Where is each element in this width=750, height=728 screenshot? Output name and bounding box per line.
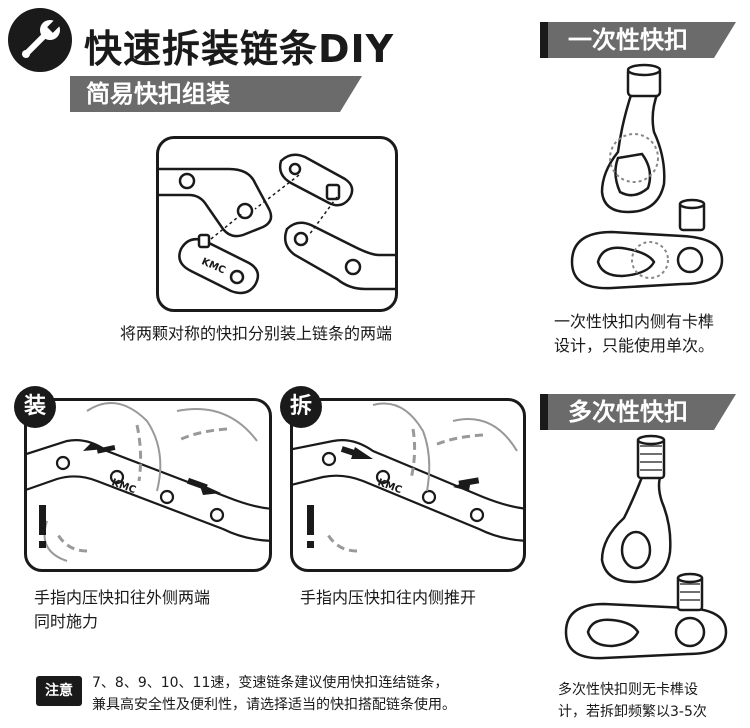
multi-use-caption-line1: 多次性快扣则无卡榫设 — [558, 682, 698, 698]
logo-badge — [8, 8, 72, 72]
remove-caption: 手指内压快扣往内侧推开 — [300, 588, 477, 607]
remove-illustration-panel: KMC — [290, 398, 526, 572]
assembly-caption: 将两颗对称的快扣分别装上链条的两端 — [120, 324, 393, 343]
single-use-link-drawing — [570, 63, 724, 290]
multi-use-caption-line2: 计，若拆卸频繁以3-5次 — [558, 704, 707, 720]
assembly-illustration-panel: KMC — [156, 136, 398, 312]
multi-use-bar — [540, 394, 548, 430]
single-use-caption-line2: 设计，只能使用单次。 — [554, 336, 715, 355]
single-use-caption-line1: 一次性快扣内侧有卡榫 — [554, 312, 715, 331]
chain-assembly-illustration: KMC — [159, 153, 395, 295]
wrench-icon — [22, 18, 62, 58]
note-line1: 7、8、9、10、11速，变速链条建议使用快扣连结链条， — [92, 675, 449, 691]
install-badge: 装 — [14, 386, 56, 428]
remove-illustration: KMC — [293, 402, 523, 553]
section-subtitle: 简易快扣组装 — [70, 76, 362, 112]
note-line2: 兼具高安全性及便利性，请选择适当的快扣搭配链条使用。 — [92, 697, 456, 713]
multi-use-illustration — [558, 432, 742, 672]
install-caption-line1: 手指内压快扣往外侧两端 — [34, 588, 211, 607]
multi-use-title: 多次性快扣 — [548, 394, 736, 430]
multi-use-link-drawing — [564, 434, 728, 660]
remove-badge: 拆 — [280, 386, 322, 428]
single-use-bar — [540, 22, 548, 58]
page-title: 快速拆装链条DIY — [84, 27, 395, 71]
single-use-illustration — [562, 62, 742, 302]
single-use-title: 一次性快扣 — [548, 22, 736, 58]
install-caption-line2: 同时施力 — [34, 612, 99, 631]
install-illustration: KMC — [27, 402, 269, 562]
install-illustration-panel: KMC — [24, 398, 272, 572]
note-label: 注意 — [36, 676, 82, 706]
